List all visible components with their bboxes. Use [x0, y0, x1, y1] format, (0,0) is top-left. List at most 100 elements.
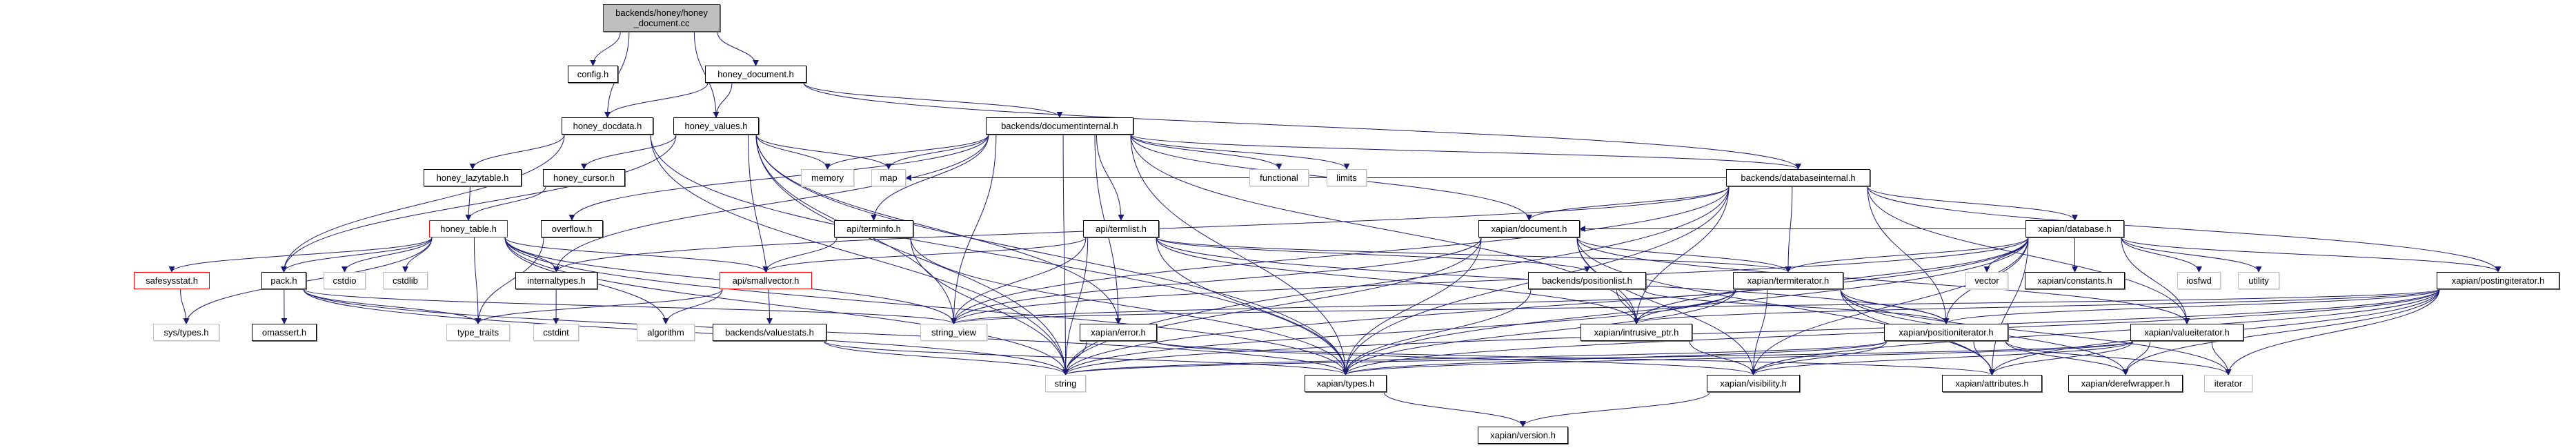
edge-honey_table-to-cstdlib — [402, 237, 433, 273]
node-positionlist[interactable]: backends/positionlist.h — [1528, 272, 1646, 289]
edge-xtypes-to-version — [1383, 391, 1526, 427]
node-internaltypes[interactable]: internaltypes.h — [515, 272, 597, 289]
node-honey-cursor[interactable]: honey_cursor.h — [543, 169, 625, 186]
edge-positioniterator-to-string — [1062, 340, 1888, 376]
node-cstdint[interactable]: cstdint — [533, 324, 579, 341]
node-honey-lazytable[interactable]: honey_lazytable.h — [424, 169, 522, 186]
edge-termiterator-to-xtypes — [1343, 289, 1736, 376]
edge-databaseinternal-to-xdatabase — [1867, 186, 2078, 221]
node-algorithm[interactable]: algorithm — [637, 324, 695, 341]
edge-honey_document-to-databaseinternal — [803, 82, 1801, 170]
node-overflow[interactable]: overflow.h — [541, 220, 603, 237]
node-config[interactable]: config.h — [568, 66, 618, 83]
edge-xdatabase-to-string_view — [951, 237, 2029, 324]
node-limits[interactable]: limits — [1327, 169, 1367, 186]
edge-honey_table-to-internaltypes — [504, 237, 559, 273]
edge-documentinternal-to-internaltypes — [553, 134, 989, 273]
edge-safesysstat-to-systypes — [180, 289, 190, 324]
edge-documentinternal-to-map — [885, 134, 989, 170]
node-positioniterator[interactable]: xapian/positioniterator.h — [1884, 324, 2008, 341]
edge-honey_lazytable-to-honey_table — [465, 186, 472, 221]
node-root: backends/honey/honey _document.cc — [603, 4, 720, 32]
node-safesysstat[interactable]: safesysstat.h — [134, 272, 210, 289]
edge-honey_values-to-map — [755, 134, 892, 170]
edge-honey_table-to-cstdio — [341, 237, 433, 273]
edge-xerror-to-attributes — [1153, 340, 1995, 376]
node-honey-values[interactable]: honey_values.h — [673, 117, 759, 135]
edge-postingiterator-to-string — [1062, 289, 2440, 376]
node-memory[interactable]: memory — [801, 169, 854, 186]
edge-postingiterator-to-iterator — [2225, 289, 2440, 376]
edge-honey_values-to-honey_cursor — [581, 134, 677, 170]
node-omassert[interactable]: omassert.h — [252, 324, 317, 341]
node-databaseinternal[interactable]: backends/databaseinternal.h — [1726, 169, 1870, 186]
node-string[interactable]: string — [1045, 375, 1086, 392]
edge-visibility-to-version — [1520, 391, 1710, 427]
node-version[interactable]: xapian/version.h — [1478, 427, 1568, 444]
node-iterator[interactable]: iterator — [2204, 375, 2252, 392]
edge-termiterator-to-string_view — [951, 289, 1736, 324]
node-xtypes[interactable]: xapian/types.h — [1305, 375, 1387, 392]
edge-termiterator-to-positioniterator — [1840, 289, 1950, 324]
edge-termiterator-to-string — [1062, 289, 1736, 376]
edge-termlist-to-positionlist — [1156, 237, 1590, 273]
node-xdocument[interactable]: xapian/document.h — [1478, 220, 1580, 237]
node-systypes[interactable]: sys/types.h — [153, 324, 219, 341]
edge-xdatabase-to-string — [1062, 237, 2029, 376]
node-intrusive-ptr[interactable]: xapian/intrusive_ptr.h — [1581, 324, 1692, 341]
edge-honey_values-to-valuestats — [748, 134, 773, 324]
edge-documentinternal-to-overflow — [568, 134, 989, 221]
edge-xdatabase-to-valueiterator — [2121, 237, 2190, 324]
node-smallvector[interactable]: api/smallvector.h — [720, 272, 812, 289]
node-postingiterator[interactable]: xapian/postingiterator.h — [2437, 272, 2559, 289]
node-pack[interactable]: pack.h — [261, 272, 306, 289]
edge-honey_table-to-xtypes — [504, 237, 1349, 376]
edge-root-to-honey_docdata — [604, 31, 630, 118]
edge-honey_table-to-type_traits — [473, 237, 482, 324]
node-type-traits[interactable]: type_traits — [446, 324, 510, 341]
edge-postingiterator-to-string_view — [951, 289, 2440, 324]
edge-positionlist-to-xtypes — [1343, 289, 1532, 376]
node-attributes[interactable]: xapian/attributes.h — [1942, 375, 2042, 392]
edge-xerror-to-visibility — [1153, 340, 1756, 376]
edge-termlist-to-xtypes — [1156, 237, 1349, 376]
node-honey-docdata[interactable]: honey_docdata.h — [562, 117, 653, 135]
edge-postingiterator-to-derefwrapper — [2122, 289, 2440, 376]
node-honey-table[interactable]: honey_table.h — [429, 220, 508, 237]
node-termiterator[interactable]: xapian/termiterator.h — [1733, 272, 1843, 289]
node-xerror[interactable]: xapian/error.h — [1080, 324, 1157, 341]
node-map[interactable]: map — [871, 169, 906, 186]
node-vector[interactable]: vector — [1965, 272, 2008, 289]
node-xdatabase[interactable]: xapian/database.h — [2025, 220, 2124, 237]
node-functional[interactable]: functional — [1249, 169, 1309, 186]
edge-honey_cursor-to-honey_table — [465, 186, 546, 221]
edge-termlist-to-termiterator — [1156, 237, 1792, 273]
node-visibility[interactable]: xapian/visibility.h — [1707, 375, 1800, 392]
node-iosfwd[interactable]: iosfwd — [2177, 272, 2221, 289]
node-terminfo[interactable]: api/terminfo.h — [834, 220, 913, 237]
edge-valuestats-to-string — [823, 340, 1069, 376]
edge-honey_docdata-to-xtypes — [650, 134, 1349, 376]
node-string-view[interactable]: string_view — [920, 324, 987, 341]
node-documentinternal[interactable]: backends/documentinternal.h — [986, 117, 1133, 135]
edge-honey_document-to-documentinternal — [803, 82, 1063, 118]
edge-honey_values-to-string — [755, 134, 1069, 376]
node-termlist[interactable]: api/termlist.h — [1083, 220, 1159, 237]
edge-positioniterator-to-attributes — [1973, 340, 1995, 376]
edge-pack-to-type_traits — [303, 289, 482, 324]
node-cstdio[interactable]: cstdio — [324, 272, 366, 289]
edge-databaseinternal-to-string_view — [951, 186, 1730, 324]
node-valuestats[interactable]: backends/valuestats.h — [713, 324, 826, 341]
edge-positioniterator-to-derefwrapper — [2005, 340, 2129, 376]
edge-valueiterator-to-xtypes — [1343, 340, 2134, 376]
node-constants[interactable]: xapian/constants.h — [2025, 272, 2125, 289]
node-honey-document[interactable]: honey_document.h — [705, 66, 806, 83]
node-utility[interactable]: utility — [2238, 272, 2279, 289]
node-derefwrapper[interactable]: xapian/derefwrapper.h — [2068, 375, 2183, 392]
edge-positionlist-to-positioniterator — [1643, 289, 1950, 324]
edge-honey_values-to-xtypes — [755, 134, 1349, 376]
edge-xdatabase-to-utility — [2121, 237, 2262, 273]
edge-root-to-config — [590, 31, 621, 66]
node-cstdlib[interactable]: cstdlib — [383, 272, 428, 289]
node-valueiterator[interactable]: xapian/valueiterator.h — [2130, 324, 2243, 341]
